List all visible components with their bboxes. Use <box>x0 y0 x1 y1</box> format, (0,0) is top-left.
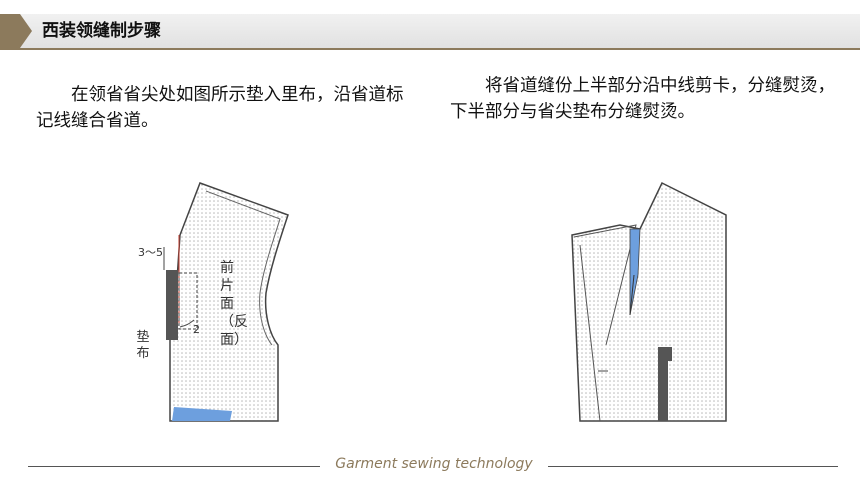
front-panel-illustration <box>163 182 289 422</box>
header-bar <box>0 14 860 48</box>
panel-seam <box>205 190 281 346</box>
piece-label: 前片面（反面） <box>220 260 248 348</box>
blue-hem <box>172 407 232 421</box>
grey-pad <box>658 347 672 421</box>
panel-outline <box>169 182 289 422</box>
cut-line <box>629 274 635 316</box>
pad-cloth <box>166 270 178 340</box>
footer-rule-left <box>28 466 320 467</box>
dart-fold <box>573 224 637 346</box>
footer-text: Garment sewing technology <box>335 456 533 472</box>
num-arrow <box>179 319 195 328</box>
panel-outline-right <box>571 181 727 422</box>
step-text-left: 在领省省尖处如图所示垫入里布，沿省道标记线缝合省道。 <box>36 85 404 131</box>
front-edge <box>579 244 601 422</box>
pad-label: 垫布 <box>136 330 150 361</box>
pad-outline <box>178 272 198 330</box>
pressed-panel-illustration <box>571 181 727 422</box>
step-text-right: 将省道缝份上半部分沿中线剪卡，分缝熨烫，下半部分与省尖垫布分缝熨烫。 <box>450 76 835 122</box>
footer-rule-right <box>548 466 838 467</box>
figure-press-dart <box>560 175 740 425</box>
num-label: 2 <box>193 323 200 336</box>
header-divider <box>0 48 860 50</box>
figure-sew-dart: 3～5 2 垫布 前片面（反面） <box>128 175 318 425</box>
page-title: 西装领缝制步骤 <box>42 21 161 41</box>
header-chevron-icon <box>0 14 32 48</box>
dim-label: 3～5 <box>138 246 163 259</box>
